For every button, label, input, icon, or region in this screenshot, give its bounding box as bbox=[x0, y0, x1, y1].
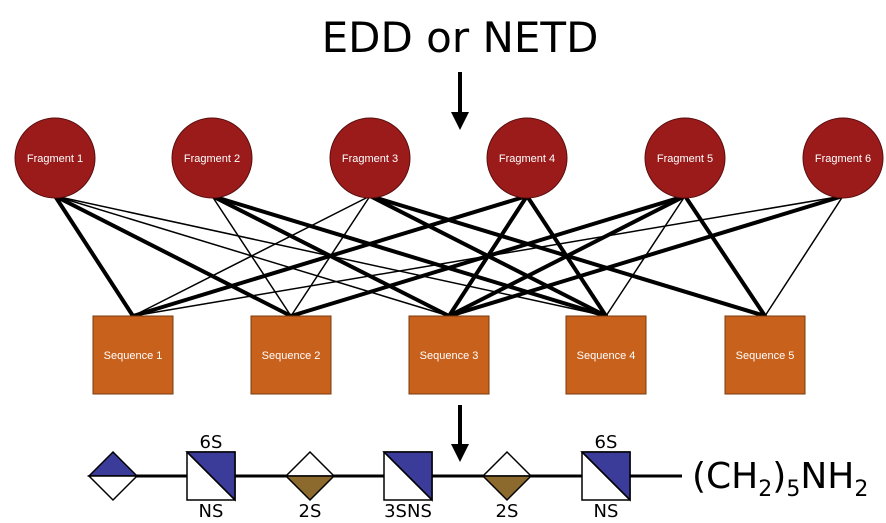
edge-layer bbox=[53, 194, 845, 318]
diagram-title: EDD or NETD bbox=[322, 13, 599, 62]
edge-fragment-6-sequence-3 bbox=[447, 194, 845, 318]
linker-text: (CH bbox=[692, 456, 758, 497]
sequence-label: Sequence 1 bbox=[104, 350, 163, 362]
edge-fragment-6-sequence-5 bbox=[764, 195, 844, 317]
fragment-label: Fragment 3 bbox=[342, 153, 398, 165]
linker-text: ) bbox=[772, 456, 786, 497]
sequence-node-2: Sequence 2 bbox=[250, 315, 332, 395]
glycan-residue-5: 2S bbox=[481, 450, 533, 522]
fragment-label: Fragment 4 bbox=[499, 153, 555, 165]
residue-bottom-label: NS bbox=[594, 501, 619, 522]
sequence-node-5: Sequence 5 bbox=[724, 315, 806, 395]
fragment-node-3: Fragment 3 bbox=[329, 117, 411, 199]
sequence-label: Sequence 4 bbox=[577, 350, 636, 362]
fragment-layer: Fragment 1 Fragment 2 Fragment 3 Fragment 4… bbox=[14, 117, 884, 199]
fragment-label: Fragment 6 bbox=[815, 153, 871, 165]
fragment-label: Fragment 2 bbox=[184, 153, 240, 165]
edge-fragment-5-sequence-3 bbox=[447, 194, 687, 318]
sequence-node-1: Sequence 1 bbox=[92, 315, 174, 395]
sequence-layer: Sequence 1 Sequence 2 Sequence 3 Sequence 4… bbox=[92, 315, 806, 395]
edge-fragment-2-sequence-4 bbox=[210, 194, 608, 318]
linker-subscript: 5 bbox=[786, 477, 800, 502]
residue-top-label: 6S bbox=[595, 432, 618, 453]
edge-fragment-5-sequence-5 bbox=[683, 194, 767, 318]
linker-text: NH bbox=[800, 456, 854, 497]
residue-bottom-label: 3SNS bbox=[384, 501, 432, 522]
linker-formula: (CH2)5NH2 bbox=[692, 456, 868, 502]
glycan-residue-3: 2S bbox=[284, 450, 336, 522]
edge-fragment-4-sequence-1 bbox=[131, 194, 529, 318]
fragment-node-6: Fragment 6 bbox=[802, 117, 884, 199]
residue-top-label: 6S bbox=[200, 432, 223, 453]
residue-bottom-label: NS bbox=[199, 501, 224, 522]
residue-bottom-label: 2S bbox=[496, 501, 519, 522]
edge-fragment-3-sequence-1 bbox=[132, 195, 371, 317]
sequence-label: Sequence 3 bbox=[420, 350, 479, 362]
sequence-label: Sequence 2 bbox=[262, 350, 321, 362]
edge-fragment-1-sequence-2 bbox=[53, 194, 293, 318]
sequence-node-3: Sequence 3 bbox=[408, 315, 490, 395]
glycan-residue-1 bbox=[87, 450, 139, 502]
sequence-node-4: Sequence 4 bbox=[565, 315, 647, 395]
linker-subscript: 2 bbox=[854, 477, 868, 502]
glycan-residue-2: 6S NS bbox=[185, 432, 236, 522]
sequence-label: Sequence 5 bbox=[736, 350, 795, 362]
fragment-node-5: Fragment 5 bbox=[644, 117, 726, 199]
fragment-node-4: Fragment 4 bbox=[486, 117, 568, 199]
glycan-residue-6: 6S NS bbox=[580, 432, 631, 522]
linker-subscript: 2 bbox=[758, 477, 772, 502]
residue-bottom-label: 2S bbox=[299, 501, 322, 522]
fragment-label: Fragment 1 bbox=[27, 153, 83, 165]
fragment-label: Fragment 5 bbox=[657, 153, 713, 165]
fragment-node-1: Fragment 1 bbox=[14, 117, 96, 199]
edge-fragment-6-sequence-1 bbox=[132, 195, 844, 317]
edge-fragment-1-sequence-1 bbox=[53, 194, 135, 318]
arrow-down-bottom bbox=[451, 405, 469, 462]
glycan-residue-4: 3SNS bbox=[382, 451, 433, 522]
fragment-node-2: Fragment 2 bbox=[171, 117, 253, 199]
arrow-down-top bbox=[451, 72, 469, 130]
